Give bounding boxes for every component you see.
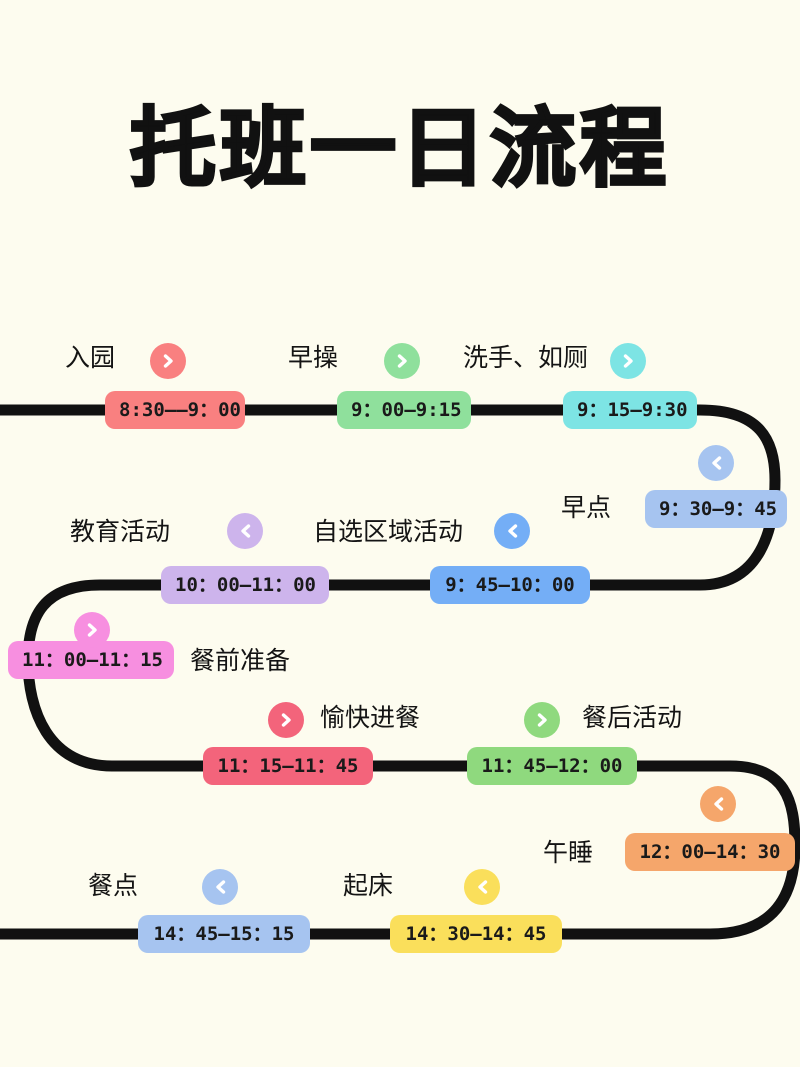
chevron-right-icon xyxy=(74,612,110,648)
activity-label: 餐前准备 xyxy=(190,646,291,675)
chevron-left-icon xyxy=(494,513,530,549)
activity-label: 愉快进餐 xyxy=(320,703,421,732)
time-pill: 10：00—11：00 xyxy=(161,566,329,604)
chevron-right-icon xyxy=(610,343,646,379)
activity-label: 入园 xyxy=(65,343,116,372)
chevron-right-icon xyxy=(150,343,186,379)
time-pill: 12：00—14：30 xyxy=(625,833,795,871)
time-pill: 11：15—11：45 xyxy=(203,747,373,785)
time-pill: 11：45—12：00 xyxy=(467,747,637,785)
chevron-left-icon xyxy=(227,513,263,549)
time-pill: 9：00—9:15 xyxy=(337,391,471,429)
chevron-right-icon xyxy=(384,343,420,379)
time-pill: 14：45—15：15 xyxy=(138,915,310,953)
activity-label: 午睡 xyxy=(543,838,594,867)
activity-label: 餐点 xyxy=(88,871,139,900)
time-pill: 8:30——9：00 xyxy=(105,391,245,429)
activity-label: 起床 xyxy=(343,871,394,900)
activity-label: 自选区域活动 xyxy=(313,517,464,546)
time-pill: 9：30—9：45 xyxy=(645,490,787,528)
activity-label: 早操 xyxy=(288,343,339,372)
chevron-left-icon xyxy=(698,445,734,481)
chevron-right-icon xyxy=(268,702,304,738)
chevron-left-icon xyxy=(202,869,238,905)
activity-label: 早点 xyxy=(561,493,612,522)
chevron-left-icon xyxy=(700,786,736,822)
activity-label: 洗手、如厕 xyxy=(463,343,589,372)
time-pill: 9：45—10：00 xyxy=(430,566,590,604)
chevron-left-icon xyxy=(464,869,500,905)
time-pill: 9：15—9:30 xyxy=(563,391,697,429)
page-title: 托班一日流程 xyxy=(129,99,670,199)
chevron-right-icon xyxy=(524,702,560,738)
activity-label: 餐后活动 xyxy=(582,703,683,732)
time-pill: 14：30—14：45 xyxy=(390,915,562,953)
activity-label: 教育活动 xyxy=(70,517,171,546)
